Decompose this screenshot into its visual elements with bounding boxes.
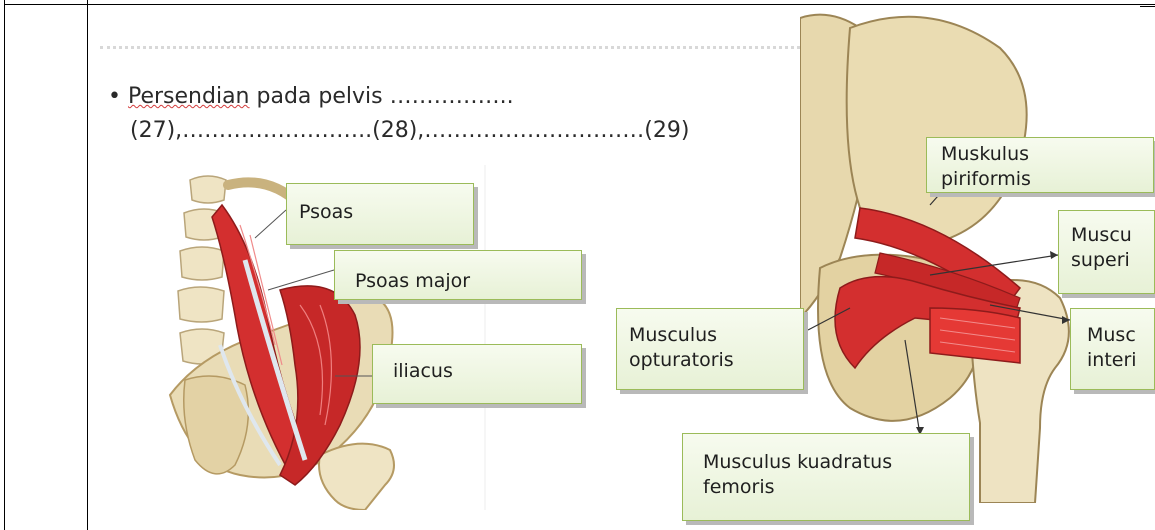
label-musculus-inferior-line1: Musc — [1087, 323, 1142, 348]
label-iliacus-text: iliacus — [393, 360, 453, 382]
label-musculus-superior-line2: superi — [1071, 248, 1142, 273]
label-muskulus-piriformis-line1: Muskulus — [941, 142, 1141, 167]
label-psoas: Psoas — [286, 183, 474, 245]
label-psoas-major: Psoas major — [334, 250, 582, 300]
label-muskulus-piriformis: Muskulus piriformis — [926, 137, 1154, 193]
label-musculus-opturatoris-line2: opturatoris — [629, 348, 791, 373]
label-musculus-kuadratus-femoris: Musculus kuadratus femoris — [682, 433, 970, 521]
label-psoas-major-text: Psoas major — [355, 270, 470, 292]
label-musculus-opturatoris: Musculus opturatoris — [616, 308, 804, 390]
label-iliacus: iliacus — [372, 344, 582, 404]
label-muskulus-piriformis-line2: piriformis — [941, 167, 1141, 192]
label-musculus-opturatoris-line1: Musculus — [629, 323, 791, 348]
label-musculus-superior-line1: Muscu — [1071, 223, 1142, 248]
label-musculus-superior: Muscu superi — [1058, 210, 1155, 294]
label-musculus-inferior-line2: interi — [1087, 348, 1142, 373]
label-psoas-text: Psoas — [299, 201, 353, 223]
label-musculus-inferior: Musc interi — [1070, 308, 1155, 390]
label-musculus-kuadratus-line2: femoris — [703, 475, 957, 500]
label-musculus-kuadratus-line1: Musculus kuadratus — [703, 450, 957, 475]
